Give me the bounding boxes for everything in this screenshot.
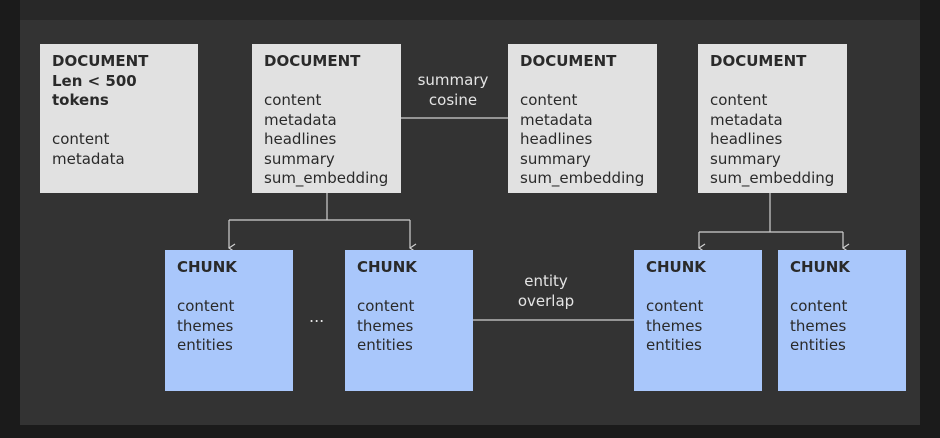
field-entities: entities (177, 336, 233, 354)
field-themes: themes (646, 316, 703, 335)
ellipsis: ... (309, 307, 325, 326)
field-themes: themes (177, 316, 234, 335)
chunk-4-box: CHUNK content themes entities (778, 250, 906, 391)
edge-label-line: summary (417, 71, 489, 89)
field-sum-embedding: sum_embedding (710, 169, 835, 187)
edge-label-line: entity (524, 272, 568, 290)
document-title: DOCUMENT (52, 52, 149, 70)
field-content: content (357, 297, 415, 315)
field-headlines: headlines (520, 130, 593, 148)
document-title: DOCUMENT (264, 52, 361, 70)
field-metadata: metadata (520, 110, 593, 129)
document-small-box: DOCUMENT Len < 500 tokens content metada… (40, 44, 198, 193)
document-subtitle: Len < 500 tokens (52, 71, 137, 110)
chunk-2-box: CHUNK content themes entities (345, 250, 473, 391)
field-themes: themes (790, 316, 847, 335)
field-metadata: metadata (52, 149, 125, 168)
edge-label-line: cosine (428, 90, 478, 109)
document-title: DOCUMENT (710, 52, 807, 70)
document-c-box: DOCUMENT content metadata headlines summ… (698, 44, 847, 193)
field-content: content (790, 297, 848, 315)
chunk-1-box: CHUNK content themes entities (165, 250, 293, 391)
field-content: content (646, 297, 704, 315)
field-content: content (52, 130, 110, 148)
field-entities: entities (357, 336, 413, 354)
field-sum-embedding: sum_embedding (264, 169, 389, 187)
field-content: content (264, 91, 322, 109)
top-bar (20, 0, 920, 20)
summary-cosine-label: summary cosine (405, 71, 501, 110)
entity-overlap-label: entity overlap (498, 272, 594, 311)
field-content: content (520, 91, 578, 109)
field-themes: themes (357, 316, 414, 335)
field-entities: entities (646, 336, 702, 354)
edge-label-line: overlap (517, 291, 575, 310)
field-summary: summary (710, 149, 781, 168)
chunk-title: CHUNK (357, 258, 417, 276)
field-sum-embedding: sum_embedding (520, 169, 645, 187)
field-entities: entities (790, 336, 846, 354)
field-summary: summary (520, 149, 591, 168)
chunk-title: CHUNK (177, 258, 237, 276)
field-metadata: metadata (710, 110, 783, 129)
field-metadata: metadata (264, 110, 337, 129)
field-headlines: headlines (264, 130, 337, 148)
document-b-box: DOCUMENT content metadata headlines summ… (508, 44, 657, 193)
chunk-title: CHUNK (646, 258, 706, 276)
field-content: content (177, 297, 235, 315)
field-content: content (710, 91, 768, 109)
chunk-3-box: CHUNK content themes entities (634, 250, 762, 391)
document-title: DOCUMENT (520, 52, 617, 70)
chunk-title: CHUNK (790, 258, 850, 276)
field-headlines: headlines (710, 130, 783, 148)
field-summary: summary (264, 149, 335, 168)
document-a-box: DOCUMENT content metadata headlines summ… (252, 44, 401, 193)
